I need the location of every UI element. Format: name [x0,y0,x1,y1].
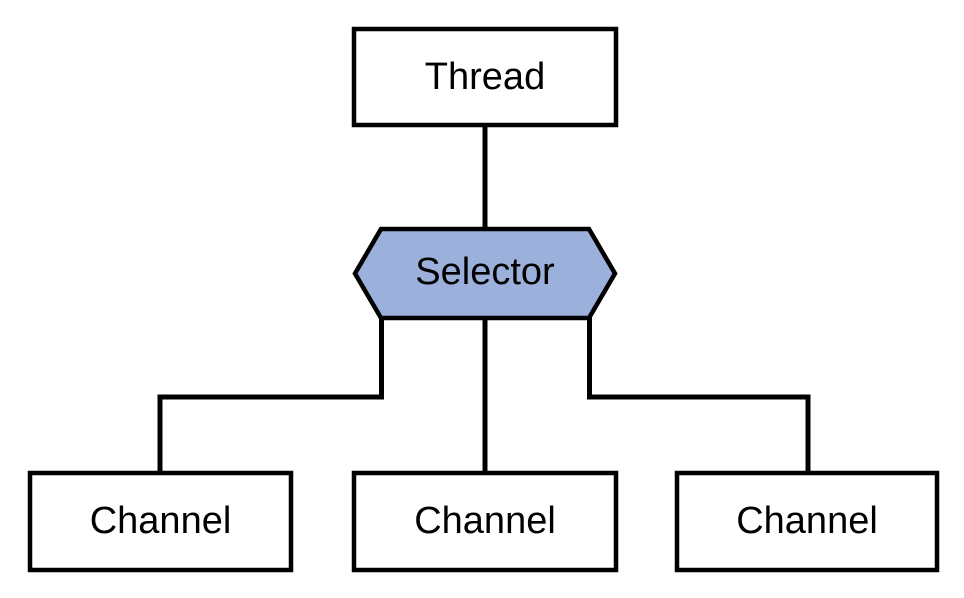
node-selector[interactable]: Selector [352,226,618,321]
node-channel-right[interactable]: Channel [674,470,940,573]
edge-selector-to-channel-left [157,317,384,475]
node-channel-left[interactable]: Channel [27,470,294,573]
channel-left-box-shape [27,470,294,573]
channel-right-box-shape [674,470,940,573]
node-channel-middle[interactable]: Channel [351,470,619,573]
node-thread[interactable]: Thread [351,26,619,128]
thread-box-shape [351,26,619,128]
connector-layer [157,125,811,475]
selector-label: Selector [415,251,555,293]
edge-selector-to-channel-right [587,317,811,475]
channel-left-label: Channel [90,500,232,542]
channel-middle-label: Channel [414,500,556,542]
channel-middle-box-shape [351,470,619,573]
selector-hexagon-shape [352,226,618,321]
channel-right-label: Channel [736,500,878,542]
thread-label: Thread [425,56,545,98]
